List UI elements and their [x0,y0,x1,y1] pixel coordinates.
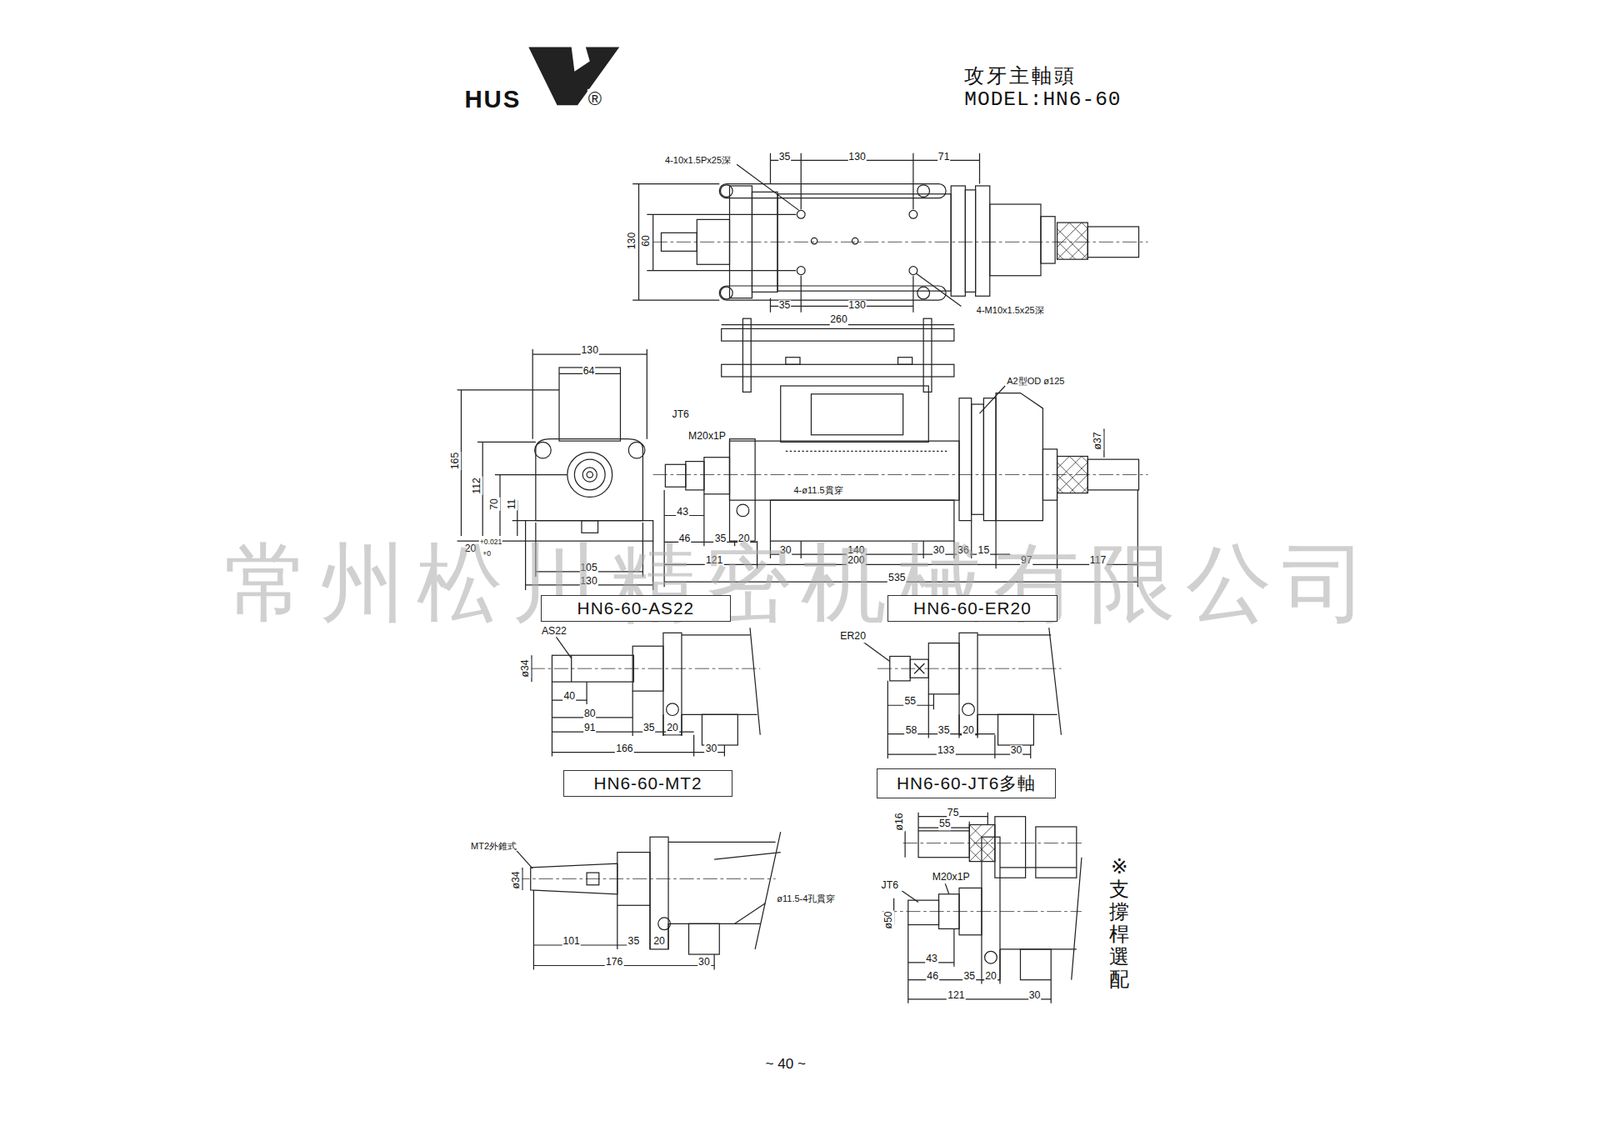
view-title: HN6-60-ER20 [913,598,1032,619]
dimension-value: 55 [903,696,917,708]
dimension-value: 75 [946,807,960,819]
dimension-value: 11 [506,498,518,511]
dimension-value: 20 [961,725,975,736]
dimension-value: 165 [450,451,462,470]
dimension-value: 30 [697,956,711,968]
dimension-value: 35 [962,970,976,982]
dimension-value: 30 [1028,990,1042,1001]
dimension-value: ø37 [1092,430,1104,450]
model-name: MODEL:HN6-60 [963,89,1122,112]
view-title: HN6-60-MT2 [593,773,702,794]
dimension-value: 35 [778,300,792,312]
dimension-value: 71 [937,151,951,163]
dimension-value: 91 [583,723,597,735]
dimension-value: 60 [641,234,653,248]
dimension-value: ø34 [510,870,522,890]
logo-text: HUS [463,85,522,113]
thread-callout: 4-M10x1.5x25深 [975,305,1045,315]
part-label: MT2外錐式 [470,840,518,851]
page-number: ~ 40 ~ [765,1055,808,1071]
dimension-value: 35 [627,935,641,947]
hole-callout: ø11.5-4孔貫穿 [775,892,836,903]
dimension-value: 130 [847,300,866,312]
dimension-value: 35 [937,725,951,736]
dimension-value: 20 [665,723,680,735]
dimension-value: 46 [925,970,940,982]
dimension-value: 121 [946,990,965,1001]
dimension-value: 30 [1010,745,1024,756]
dimension-value: 133 [936,745,955,756]
registered-mark: ® [587,89,603,110]
view-title-box: HN6-60-ER20 [887,595,1057,622]
thread-callout: 4-10x1.5Px25深 [664,155,732,165]
dimension-value: 35 [642,723,656,735]
watermark: 常州松川精密机械有限公司 [224,536,1378,631]
part-label: JT6 [671,410,690,421]
dimension-value: ø34 [520,658,531,678]
dimension-value: 20 [984,970,998,982]
hole-callout: 4-ø11.5貫穿 [792,485,844,495]
dimension-value: 58 [905,725,919,736]
view-title-box: HN6-60-MT2 [563,770,733,797]
dimension-value: ø16 [894,811,905,831]
dimension-value: 70 [489,497,500,511]
dimension-value: 80 [583,708,597,720]
dimension-value: 130 [847,151,866,163]
part-label: A2型OD ø125 [1005,375,1065,386]
part-label: M20x1P [687,430,727,442]
part-label: JT6 [880,880,900,891]
view-title: HN6-60-JT6多軸 [896,771,1036,795]
view-title-box: HN6-60-JT6多軸 [876,768,1057,799]
dimension-value: 43 [925,953,939,965]
dimension-value: 35 [778,151,792,163]
part-label: ER20 [839,630,867,642]
dimension-value: 55 [938,819,952,830]
title: 攻牙主軸頭 [964,64,1077,87]
dimension-value: 30 [705,743,719,755]
dimension-value: 101 [561,935,580,947]
dimension-value: 176 [605,956,624,968]
dimension-value: 64 [582,365,596,377]
view-title: HN6-60-AS22 [577,598,695,619]
part-label: M20x1P [931,871,971,883]
dimension-value: ø50 [883,910,895,930]
dimension-value: 43 [675,506,690,518]
dimension-value: 40 [562,691,576,703]
dimension-value: 20 [652,935,666,947]
dimension-value: 112 [471,476,483,495]
dimension-value: 166 [615,743,634,755]
vertical-note: ※支撐桿選配 [1109,855,1130,991]
view-title-box: HN6-60-AS22 [540,595,731,622]
dimension-value: 130 [626,231,638,250]
dimension-value: 130 [580,345,600,356]
dimension-value: 260 [829,315,848,326]
